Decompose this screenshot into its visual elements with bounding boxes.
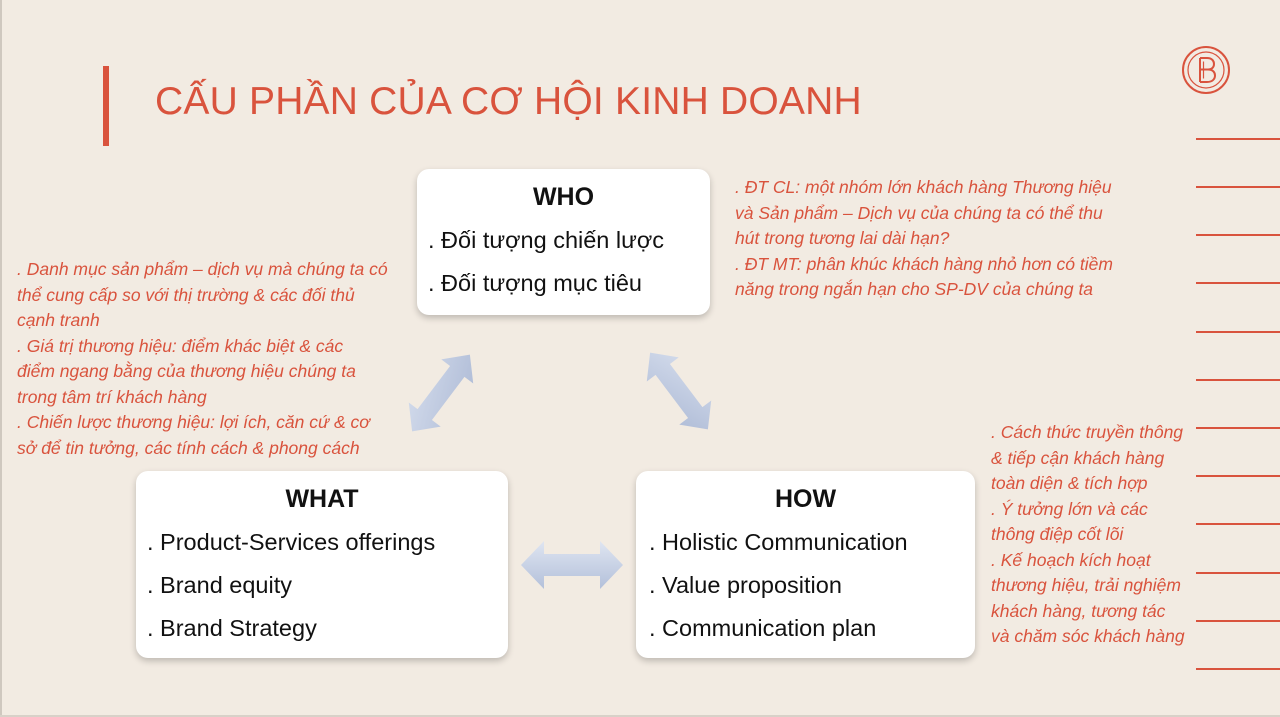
decorative-line xyxy=(1196,331,1280,333)
who-item: . Đối tượng chiến lược xyxy=(428,227,665,253)
what-card-title: WHAT xyxy=(285,485,359,513)
who-card-title: WHO xyxy=(532,183,595,211)
decorative-line xyxy=(1196,668,1280,670)
who-annotation: . ĐT CL: một nhóm lớn khách hàng Thương … xyxy=(735,175,1165,303)
how-card: HOW . Holistic Communication . Value pro… xyxy=(636,471,975,658)
annotation-line: sở để tin tưởng, các tính cách & phong c… xyxy=(17,437,360,458)
slide-left-border xyxy=(0,0,2,717)
annotation-line: thông điệp cốt lõi xyxy=(991,524,1124,544)
decorative-line xyxy=(1196,379,1280,381)
annotation-line: điểm ngang bằng của thương hiệu chúng ta xyxy=(17,361,356,381)
decorative-line xyxy=(1196,523,1280,525)
annotation-line: toàn diện & tích hợp xyxy=(991,473,1148,493)
annotation-line: . Danh mục sản phẩm – dịch vụ mà chúng t… xyxy=(17,259,388,279)
decorative-line xyxy=(1196,186,1280,188)
annotation-line: . ĐT CL: một nhóm lớn khách hàng Thương … xyxy=(735,177,1112,197)
title-accent-bar xyxy=(103,66,109,146)
what-item: . Brand equity xyxy=(147,572,293,598)
annotation-line: và Sản phẩm – Dịch vụ của chúng ta có th… xyxy=(735,202,1103,223)
decorative-line xyxy=(1196,282,1280,284)
annotation-line: . Ý tưởng lớn và các xyxy=(991,498,1148,519)
annotation-line: thể cung cấp so với thị trường & các đối… xyxy=(17,284,355,305)
decorative-line xyxy=(1196,427,1280,429)
annotation-line: . Giá trị thương hiệu: điểm khác biệt & … xyxy=(17,335,344,356)
annotation-line: . Chiến lược thương hiệu: lợi ích, căn c… xyxy=(17,412,370,432)
who-item: . Đối tượng mục tiêu xyxy=(428,270,643,296)
slide-title: CẤU PHẦN CỦA CƠ HỘI KINH DOANH xyxy=(155,80,862,123)
how-annotation: . Cách thức truyền thông & tiếp cận khác… xyxy=(991,420,1221,650)
annotation-line: & tiếp cận khách hàng xyxy=(991,447,1165,468)
annotation-line: năng trong ngắn hạn cho SP-DV của chúng … xyxy=(735,279,1094,299)
slide-bottom-border xyxy=(0,715,1280,717)
annotation-line: và chăm sóc khách hàng xyxy=(991,626,1185,646)
brand-logo-icon xyxy=(1182,46,1230,94)
how-card-title: HOW xyxy=(774,485,837,513)
annotation-line: khách hàng, tương tác xyxy=(991,600,1166,621)
annotation-line: trong tâm trí khách hàng xyxy=(17,386,207,407)
how-item: . Communication plan xyxy=(649,615,877,641)
what-annotation: . Danh mục sản phẩm – dịch vụ mà chúng t… xyxy=(17,257,437,461)
decorative-line xyxy=(1196,138,1280,140)
double-arrow-icon xyxy=(646,352,712,430)
annotation-line: hút trong tương lai dài hạn? xyxy=(735,228,950,248)
annotation-line: . Kế hoạch kích hoạt xyxy=(991,549,1151,570)
what-item: . Product-Services offerings xyxy=(147,529,436,555)
decorative-line xyxy=(1196,572,1280,574)
decorative-line xyxy=(1196,234,1280,236)
decorative-line xyxy=(1196,620,1280,622)
decorative-line xyxy=(1196,475,1280,477)
annotation-line: thương hiệu, trải nghiệm xyxy=(991,575,1181,595)
who-card: WHO . Đối tượng chiến lược . Đối tượng m… xyxy=(417,169,710,315)
annotation-line: . Cách thức truyền thông xyxy=(991,422,1184,442)
annotation-line: cạnh tranh xyxy=(17,310,100,330)
decorative-lines xyxy=(1196,0,1280,717)
how-item: . Holistic Communication xyxy=(649,529,908,555)
what-card: WHAT . Product-Services offerings . Bran… xyxy=(136,471,508,658)
double-arrow-icon xyxy=(521,541,623,589)
what-item: . Brand Strategy xyxy=(147,615,317,641)
annotation-line: . ĐT MT: phân khúc khách hàng nhỏ hơn có… xyxy=(735,253,1113,274)
how-item: . Value proposition xyxy=(649,572,842,598)
